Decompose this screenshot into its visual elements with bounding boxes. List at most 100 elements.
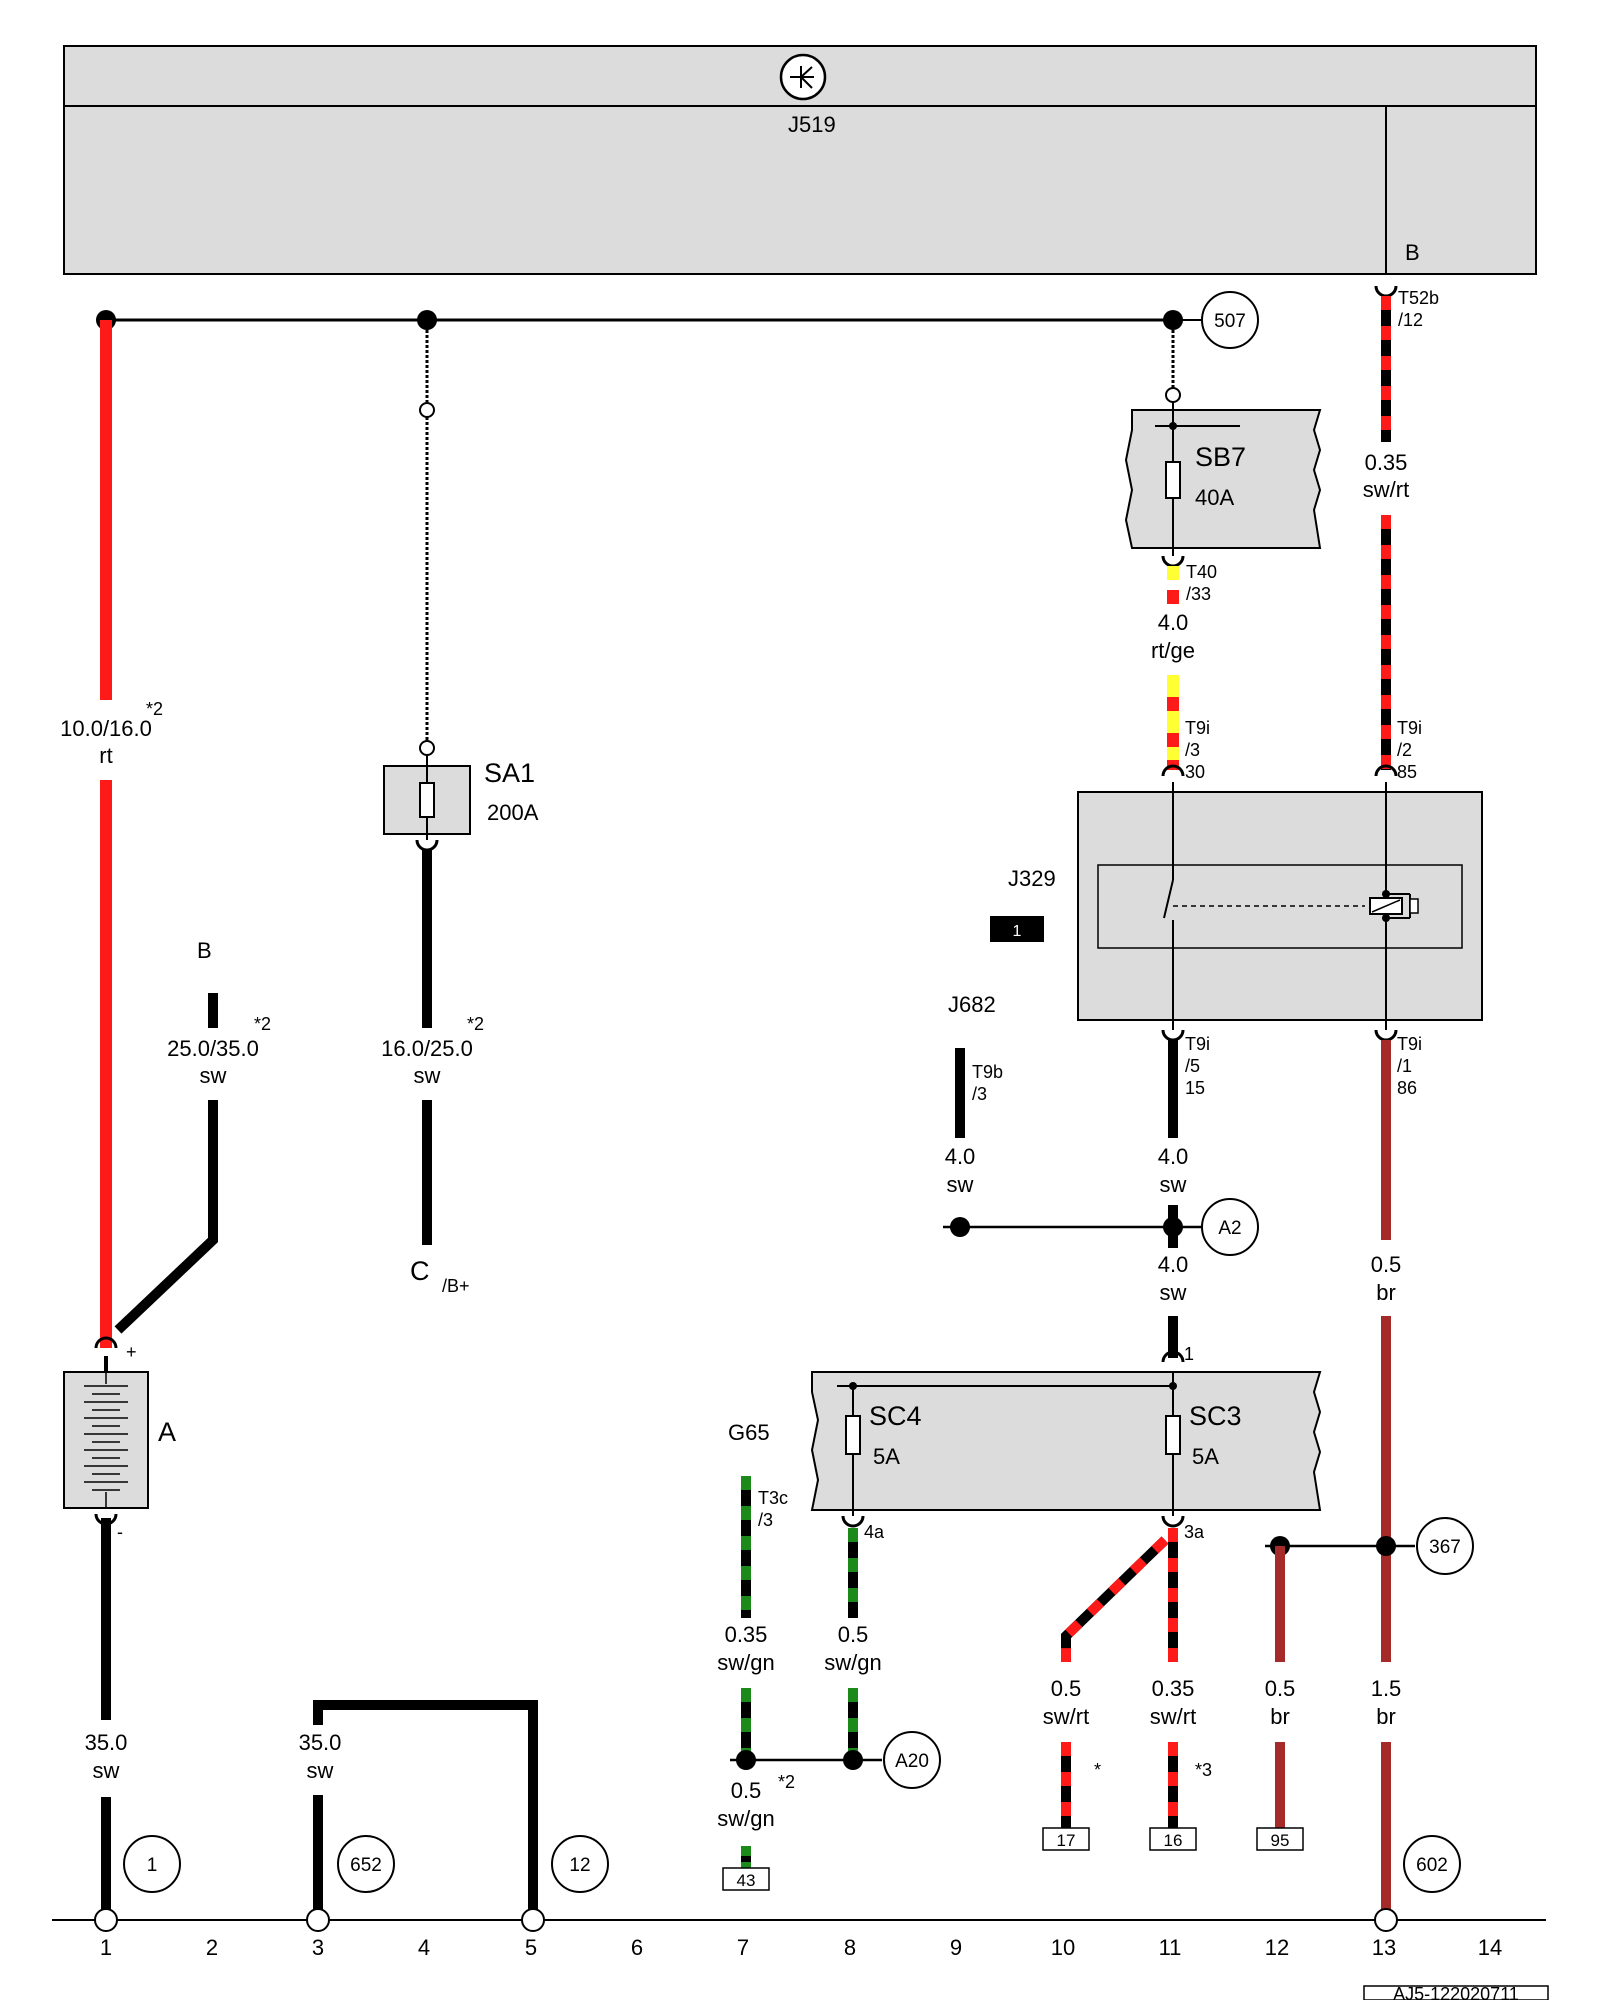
wire-4-sw-to-sc: 4.0 sw 1 — [1158, 1252, 1194, 1364]
svg-text:rt/ge: rt/ge — [1151, 638, 1195, 663]
wire-4-rt-ge: 4.0 rt/ge — [1151, 566, 1195, 777]
terminal-16 — [1149, 1827, 1197, 1851]
fuse-sb7: SB7 40A — [1124, 402, 1322, 568]
svg-text:0.35: 0.35 — [1365, 450, 1408, 475]
svg-text:T9b: T9b — [972, 1062, 1003, 1082]
svg-text:/3: /3 — [1185, 740, 1200, 760]
svg-text:/3: /3 — [758, 1510, 773, 1530]
svg-text:T9i: T9i — [1185, 1034, 1210, 1054]
svg-text:G65: G65 — [728, 1420, 770, 1445]
svg-text:5A: 5A — [873, 1444, 900, 1469]
svg-text:5: 5 — [525, 1935, 537, 1960]
svg-text:10: 10 — [1051, 1935, 1075, 1960]
svg-text:25.0/35.0: 25.0/35.0 — [167, 1036, 259, 1061]
svg-text:8: 8 — [844, 1935, 856, 1960]
j519-module: J519 B — [63, 45, 1537, 275]
svg-text:507: 507 — [1214, 311, 1246, 332]
junction-a2: A2 — [943, 1198, 1259, 1256]
svg-text:*2: *2 — [778, 1772, 795, 1792]
svg-text:2: 2 — [206, 1935, 218, 1960]
relay-j329: J329 1 — [990, 782, 1483, 1030]
svg-text:A2: A2 — [1218, 1218, 1241, 1239]
connector-t9i-30: T9i /3 30 — [1185, 718, 1210, 782]
svg-text:*2: *2 — [467, 1014, 484, 1034]
reference-1: 1 — [123, 1835, 181, 1893]
svg-text:10.0/16.0: 10.0/16.0 — [60, 716, 152, 741]
svg-text:sw/rt: sw/rt — [1043, 1704, 1089, 1729]
svg-text:17: 17 — [1057, 1831, 1076, 1850]
svg-text:0.5: 0.5 — [1265, 1676, 1296, 1701]
svg-text:T9i: T9i — [1185, 718, 1210, 738]
svg-text:3: 3 — [312, 1935, 324, 1960]
battery-icon — [84, 1372, 128, 1508]
svg-text:B: B — [197, 938, 212, 963]
fuse-icon — [845, 1415, 861, 1455]
reference-12: 12 — [551, 1835, 609, 1893]
note-badge — [990, 916, 1044, 942]
connector-t9i-85: T9i /2 85 — [1397, 718, 1422, 782]
wire-367-branch: 0.5 br 95 — [1256, 1546, 1304, 1851]
svg-text:0.5: 0.5 — [731, 1778, 762, 1803]
svg-text:T52b: T52b — [1398, 288, 1439, 308]
svg-text:30: 30 — [1185, 762, 1205, 782]
wire-16-25-sw: 16.0/25.0 sw *2 C /B+ — [381, 850, 484, 1296]
svg-text:*2: *2 — [254, 1014, 271, 1034]
fuse-icon — [1165, 1415, 1181, 1455]
connector-t40: T40 /33 — [1186, 562, 1217, 604]
svg-text:T9i: T9i — [1397, 718, 1422, 738]
svg-text:602: 602 — [1416, 1855, 1448, 1876]
svg-text:sw/gn: sw/gn — [824, 1650, 881, 1675]
fuse-sa1: SA1 200A — [383, 755, 539, 852]
svg-text:1: 1 — [1013, 923, 1022, 940]
svg-text:35.0: 35.0 — [299, 1730, 342, 1755]
svg-text:4.0: 4.0 — [1158, 1144, 1189, 1169]
svg-text:86: 86 — [1397, 1078, 1417, 1098]
svg-text:br: br — [1270, 1704, 1290, 1729]
svg-text:br: br — [1376, 1704, 1396, 1729]
g65-lead: G65 T3c /3 0.35 sw/gn — [717, 1420, 788, 1760]
svg-text:/33: /33 — [1186, 584, 1211, 604]
battery-label: A — [158, 1417, 176, 1447]
svg-text:0.35: 0.35 — [725, 1622, 768, 1647]
svg-text:/B+: /B+ — [442, 1276, 470, 1296]
j519-label: J519 — [788, 112, 836, 137]
svg-text:sw: sw — [947, 1172, 974, 1197]
svg-text:7: 7 — [737, 1935, 749, 1960]
svg-text:0.35: 0.35 — [1152, 1676, 1195, 1701]
svg-text:T3c: T3c — [758, 1488, 788, 1508]
document-id: AJ5-122020711 — [1363, 1984, 1549, 2000]
relay-coil-icon — [1369, 897, 1419, 915]
svg-text:11: 11 — [1159, 1935, 1182, 1960]
svg-text:/5: /5 — [1185, 1056, 1200, 1076]
svg-text:652: 652 — [350, 1855, 382, 1876]
svg-text:12: 12 — [1265, 1935, 1289, 1960]
svg-text:*: * — [1094, 1760, 1101, 1780]
svg-text:1.5: 1.5 — [1371, 1676, 1402, 1701]
svg-text:T40: T40 — [1186, 562, 1217, 582]
reference-507: 507 — [1201, 291, 1259, 349]
svg-text:35.0: 35.0 — [85, 1730, 128, 1755]
wire-ground-col1: 35.0 sw — [85, 1518, 128, 1918]
svg-text:12: 12 — [569, 1855, 590, 1876]
fuse-icon — [419, 782, 435, 818]
svg-text:/1: /1 — [1397, 1056, 1412, 1076]
svg-text:sw: sw — [200, 1063, 227, 1088]
svg-text:4a: 4a — [864, 1522, 885, 1542]
svg-text:C: C — [410, 1256, 430, 1286]
wire-a20-down: 0.5 *2 sw/gn 43 — [717, 1772, 795, 1891]
svg-text:sw: sw — [307, 1758, 334, 1783]
svg-text:0.5: 0.5 — [1051, 1676, 1082, 1701]
svg-text:3a: 3a — [1184, 1522, 1205, 1542]
fuse-icon — [1165, 461, 1181, 499]
wire-sc4-out: 0.5 sw/gn — [824, 1528, 882, 1760]
svg-text:br: br — [1376, 1280, 1396, 1305]
svg-text:1: 1 — [147, 1855, 158, 1876]
svg-text:rt: rt — [99, 743, 112, 768]
svg-text:+: + — [126, 1342, 137, 1362]
svg-text:14: 14 — [1478, 1935, 1502, 1960]
svg-text:5A: 5A — [1192, 1444, 1219, 1469]
svg-text:sw/gn: sw/gn — [717, 1806, 774, 1831]
terminal-43 — [722, 1867, 770, 1891]
svg-text:sw: sw — [93, 1758, 120, 1783]
svg-text:-: - — [117, 1522, 123, 1542]
